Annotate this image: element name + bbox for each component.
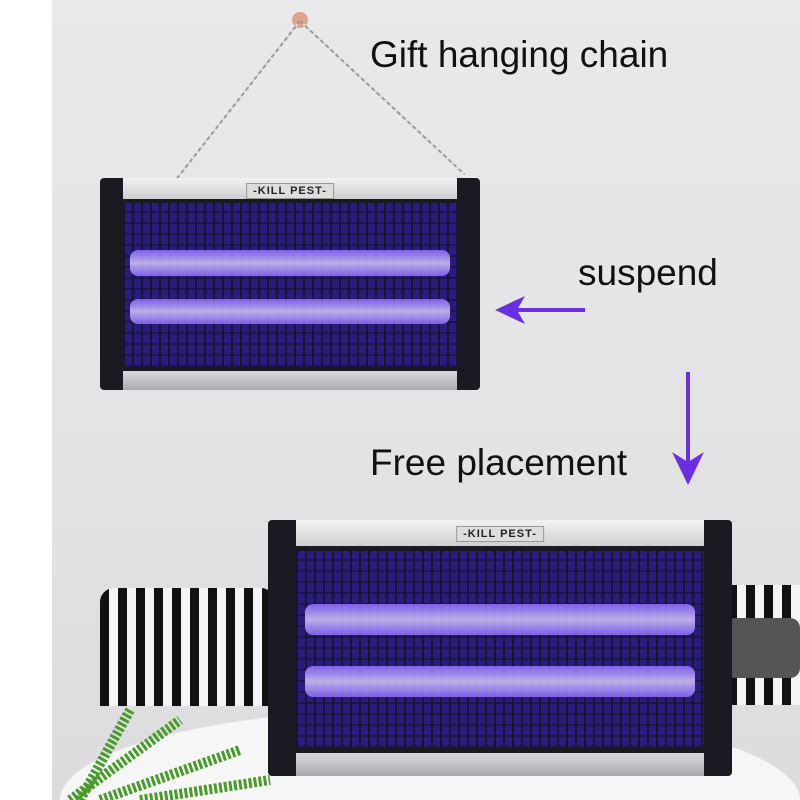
plant-leaves (67, 707, 271, 800)
caption-chain: Gift hanging chain (370, 34, 669, 75)
arrow-down-icon (672, 372, 704, 485)
brand-logo: -KILL PEST- (246, 183, 334, 200)
striped-sofa-left (100, 588, 275, 706)
caption-suspend: suspend (578, 252, 718, 293)
bug-zapper-hanging: -KILL PEST- (100, 178, 480, 390)
cushion (726, 618, 800, 678)
arrow-left-icon (495, 296, 585, 324)
caption-placement: Free placement (370, 442, 628, 483)
bug-zapper-standing: -KILL PEST- (268, 520, 732, 776)
brand-logo: -KILL PEST- (456, 526, 544, 543)
